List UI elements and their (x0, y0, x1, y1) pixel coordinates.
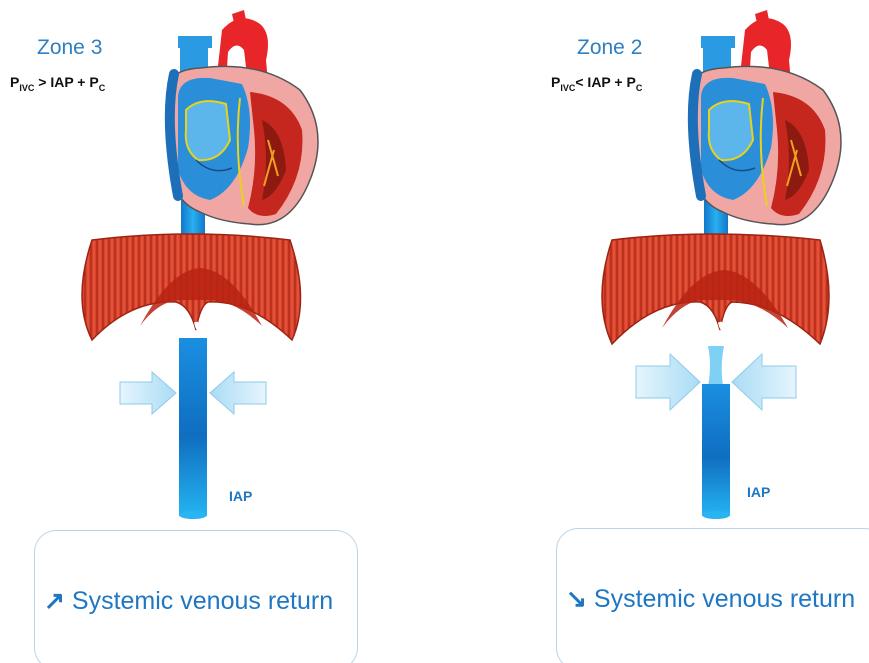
diaphragm-illustration (602, 234, 829, 344)
pressure-formula: PIVC< IAP + PC (551, 74, 642, 93)
zone2-panel: Zone 2 PIVC< IAP + PC IAP ↘ Systemic ven… (520, 0, 869, 663)
result-text: ↘ Systemic venous return (566, 584, 855, 614)
ivc-lower-segment (179, 338, 207, 516)
iap-label: IAP (747, 484, 770, 500)
diaphragm-illustration (82, 234, 301, 340)
heart-illustration (691, 10, 841, 225)
zone-title: Zone 2 (577, 36, 642, 60)
decrease-arrow-icon: ↘ (566, 585, 587, 613)
heart-illustration (168, 10, 318, 225)
result-text: ↗ Systemic venous return (44, 586, 333, 616)
increase-arrow-icon: ↗ (44, 587, 65, 615)
ivc-lower-segment (702, 384, 730, 516)
zone-title: Zone 3 (37, 36, 102, 60)
pressure-formula: PIVC > IAP + PC (10, 74, 105, 93)
iap-label: IAP (229, 488, 252, 504)
ivc-collapsed-segment (708, 346, 724, 386)
zone3-panel: Zone 3 PIVC > IAP + PC IAP ↗ Systemic ve… (0, 0, 434, 663)
